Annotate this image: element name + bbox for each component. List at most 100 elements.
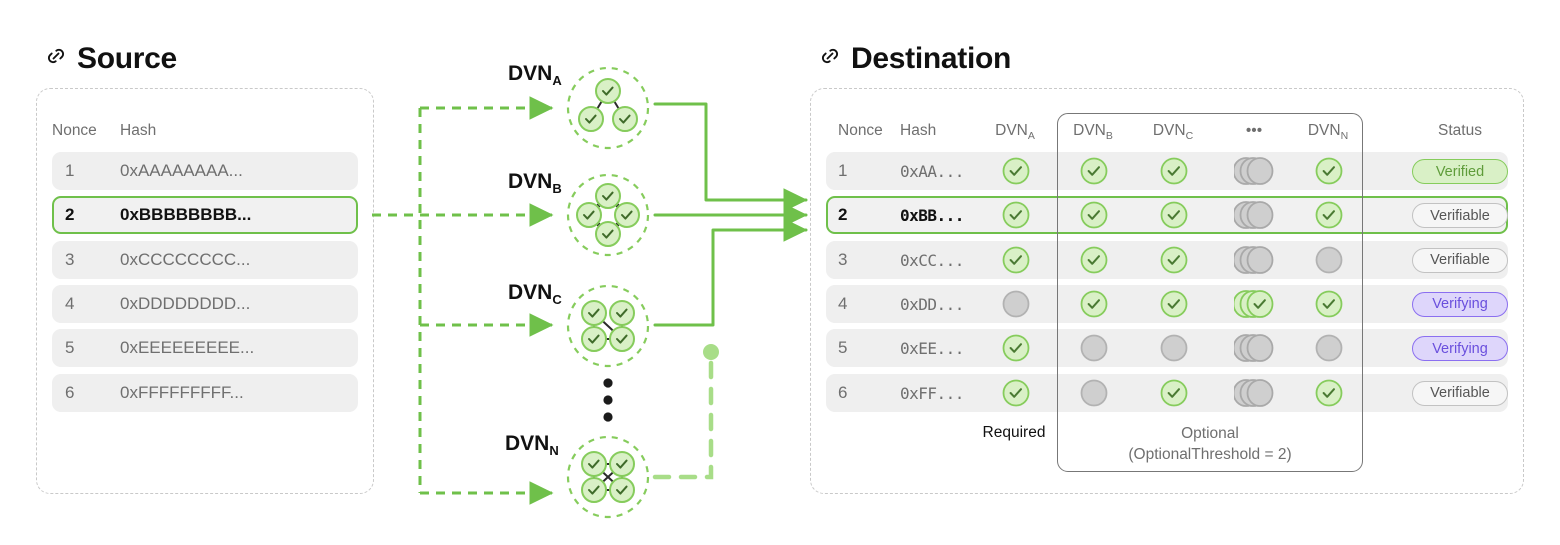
source-title: Source xyxy=(44,42,177,76)
dest-col-dvn-c: DVNC xyxy=(1113,122,1233,142)
source-table-row[interactable] xyxy=(52,373,358,412)
destination-cell-dvn-n xyxy=(1315,290,1343,318)
destination-cell-dvn-b xyxy=(1080,246,1108,274)
source-table-row[interactable] xyxy=(52,329,358,368)
source-table-row[interactable] xyxy=(52,240,358,279)
dest-col-dvn-b-text: DVN xyxy=(1073,122,1106,139)
source-row-hash: 0xCCCCCCCC... xyxy=(120,249,251,269)
destination-row-hash: 0xFF... xyxy=(900,383,964,403)
source-row-nonce: 2 xyxy=(65,205,75,225)
dvn-node-n[interactable] xyxy=(563,432,653,522)
source-table-row[interactable] xyxy=(52,196,358,235)
destination-cell-dvn-c xyxy=(1160,201,1188,229)
optional-threshold-text: (OptionalThreshold = 2) xyxy=(1128,445,1292,463)
dest-col-dvn-n-subscript: N xyxy=(1340,130,1349,143)
destination-cell-dvn-n xyxy=(1315,157,1343,185)
dest-col-dvn-ellipsis-text: ••• xyxy=(1245,122,1263,139)
destination-cell-dvn-b xyxy=(1080,379,1108,407)
dvn-label-c: DVNC xyxy=(508,281,562,307)
destination-cell-dvn-a xyxy=(1002,201,1030,229)
dest-col-nonce: Nonce xyxy=(838,122,883,140)
dest-col-dvn-c-subscript: C xyxy=(1185,130,1194,143)
dvn-label-subscript: B xyxy=(552,181,562,197)
source-row-hash: 0xEEEEEEEEE... xyxy=(120,338,255,358)
destination-cell-dvn-c xyxy=(1160,379,1188,407)
optional-text: Optional xyxy=(1181,425,1239,442)
source-row-nonce: 3 xyxy=(65,249,75,269)
link-icon xyxy=(818,42,842,76)
destination-cell-dvn-stack xyxy=(1232,289,1278,318)
dest-col-dvn-b-subscript: B xyxy=(1105,130,1113,143)
dest-col-hash: Hash xyxy=(900,122,936,140)
destination-cell-dvn-n xyxy=(1315,201,1343,229)
dvn-label-base: DVN xyxy=(508,170,553,193)
destination-cell-dvn-c xyxy=(1160,290,1188,318)
destination-cell-dvn-b xyxy=(1080,290,1108,318)
destination-row-nonce: 1 xyxy=(838,161,848,180)
source-row-nonce: 6 xyxy=(65,382,75,402)
source-table-row[interactable] xyxy=(52,152,358,190)
dvn-label-base: DVN xyxy=(508,281,553,304)
dest-col-dvn-a-text: DVN xyxy=(995,122,1028,139)
source-row-nonce: 1 xyxy=(65,161,75,180)
destination-row-hash: 0xAA... xyxy=(900,162,964,181)
source-row-nonce: 5 xyxy=(65,338,75,358)
dest-col-dvn-c-text: DVN xyxy=(1152,122,1186,139)
dvn-label-base: DVN xyxy=(508,62,553,85)
status-badge: Verifiable xyxy=(1412,203,1508,229)
destination-cell-dvn-a xyxy=(1002,157,1030,185)
destination-cell-dvn-n xyxy=(1315,334,1343,362)
destination-title-text: Destination xyxy=(851,42,1012,75)
destination-row-nonce: 5 xyxy=(838,338,848,358)
destination-row-hash: 0xDD... xyxy=(900,294,964,314)
destination-cell-dvn-a xyxy=(1002,379,1030,407)
dvn-node-c[interactable] xyxy=(563,281,653,371)
destination-cell-dvn-c xyxy=(1160,246,1188,274)
source-table-row[interactable] xyxy=(52,284,358,323)
status-badge: Verifying xyxy=(1412,336,1508,362)
destination-cell-dvn-a xyxy=(1002,290,1030,318)
dest-col-hash-text: Hash xyxy=(900,122,937,139)
destination-cell-dvn-n xyxy=(1315,379,1343,407)
dvn-vertical-ellipsis xyxy=(601,378,615,429)
destination-row-hash: 0xBB... xyxy=(900,206,964,226)
destination-cell-dvn-a xyxy=(1002,246,1030,274)
destination-cell-dvn-c xyxy=(1160,334,1188,362)
dest-col-dvn-a-subscript: A xyxy=(1027,130,1035,143)
dangling-endpoint-dot xyxy=(703,344,719,360)
destination-cell-dvn-b xyxy=(1080,201,1108,229)
dvn-label-a: DVNA xyxy=(508,62,562,88)
dvn-node-a[interactable] xyxy=(563,63,653,153)
link-icon xyxy=(44,42,68,76)
destination-cell-dvn-b xyxy=(1080,334,1108,362)
dvn-node-b[interactable] xyxy=(563,170,653,260)
destination-cell-dvn-stack xyxy=(1232,156,1278,185)
destination-row-nonce: 2 xyxy=(838,205,848,225)
dvn-label-base: DVN xyxy=(505,432,550,455)
dest-col-dvn-b: DVNB xyxy=(1033,122,1153,142)
source-row-hash: 0xFFFFFFFFF... xyxy=(120,382,244,402)
destination-cell-dvn-n xyxy=(1315,246,1343,274)
source-row-nonce: 4 xyxy=(65,293,75,313)
source-col-hash: Hash xyxy=(120,122,157,139)
dest-col-dvn-n-text: DVN xyxy=(1307,122,1341,139)
dest-col-dvn-a: DVNA xyxy=(955,122,1075,142)
source-col-nonce: Nonce xyxy=(52,122,97,139)
dest-col-status: Status xyxy=(1400,122,1520,140)
source-title-text: Source xyxy=(77,42,177,75)
dest-col-status-text: Status xyxy=(1438,122,1482,139)
required-label: Required xyxy=(982,424,1046,441)
destination-cell-dvn-stack xyxy=(1232,333,1278,363)
dvn-label-subscript: A xyxy=(552,73,562,89)
status-badge: Verifying xyxy=(1412,291,1508,317)
dvn-label-subscript: N xyxy=(549,443,559,459)
destination-row-nonce: 3 xyxy=(838,249,848,269)
destination-row-nonce: 4 xyxy=(838,293,848,313)
destination-row-nonce: 6 xyxy=(838,382,848,402)
source-row-hash: 0xBBBBBBBB... xyxy=(120,205,252,225)
destination-row-hash: 0xEE... xyxy=(900,339,964,359)
destination-cell-dvn-b xyxy=(1080,157,1108,185)
source-row-hash: 0xAAAAAAAA... xyxy=(120,161,243,180)
status-badge: Verifiable xyxy=(1412,380,1508,406)
